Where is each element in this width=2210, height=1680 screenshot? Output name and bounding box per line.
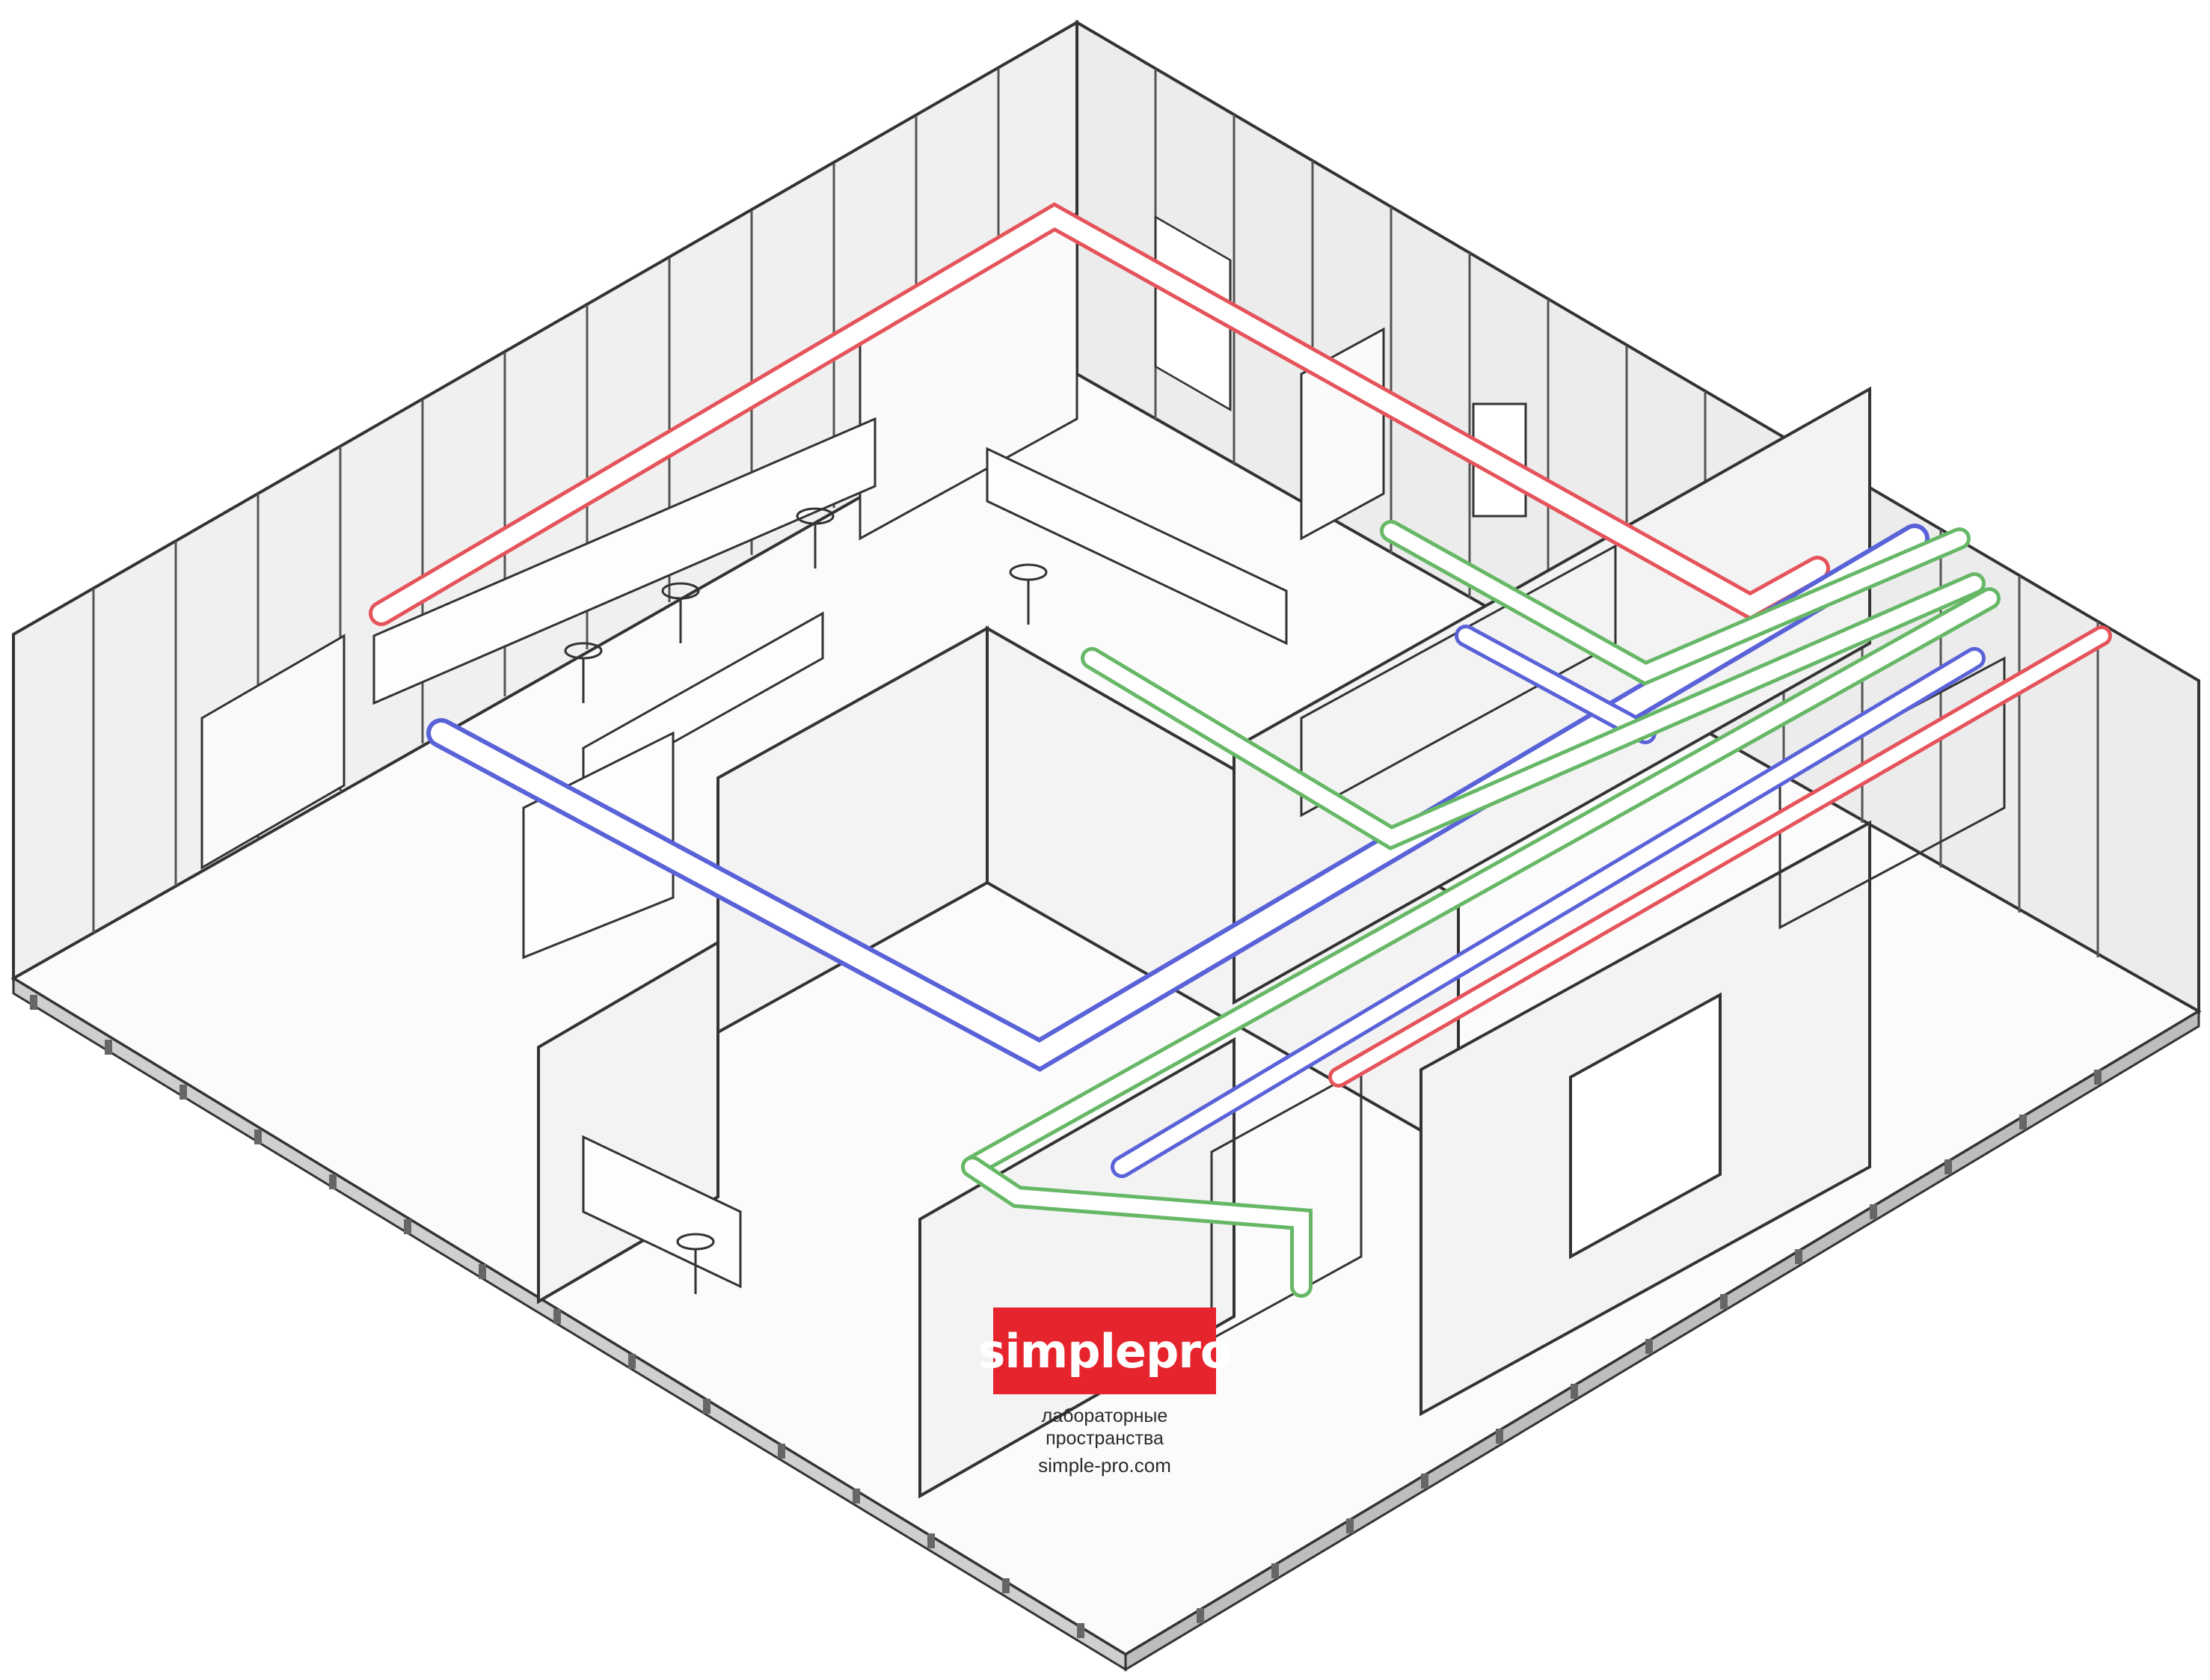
office-chair-icon [564, 507, 1048, 1294]
floor-supports [30, 995, 2102, 1638]
brand-caption: лабораторные пространства simple-pro.com [993, 1405, 1216, 1477]
tagline-line1: лабораторные [1041, 1405, 1168, 1426]
tagline-line2: пространства [1046, 1428, 1164, 1449]
brand-logo-text: simplepro [977, 1323, 1233, 1379]
duct-blue [426, 524, 1986, 1178]
duct-green [961, 520, 2001, 1298]
brand-logo: simplepro [978, 1307, 1233, 1394]
brand-url: simple-pro.com [1038, 1454, 1171, 1477]
lab-benches [372, 417, 1288, 1289]
cabinets-back [200, 211, 1385, 870]
duct-red [369, 202, 2112, 1088]
